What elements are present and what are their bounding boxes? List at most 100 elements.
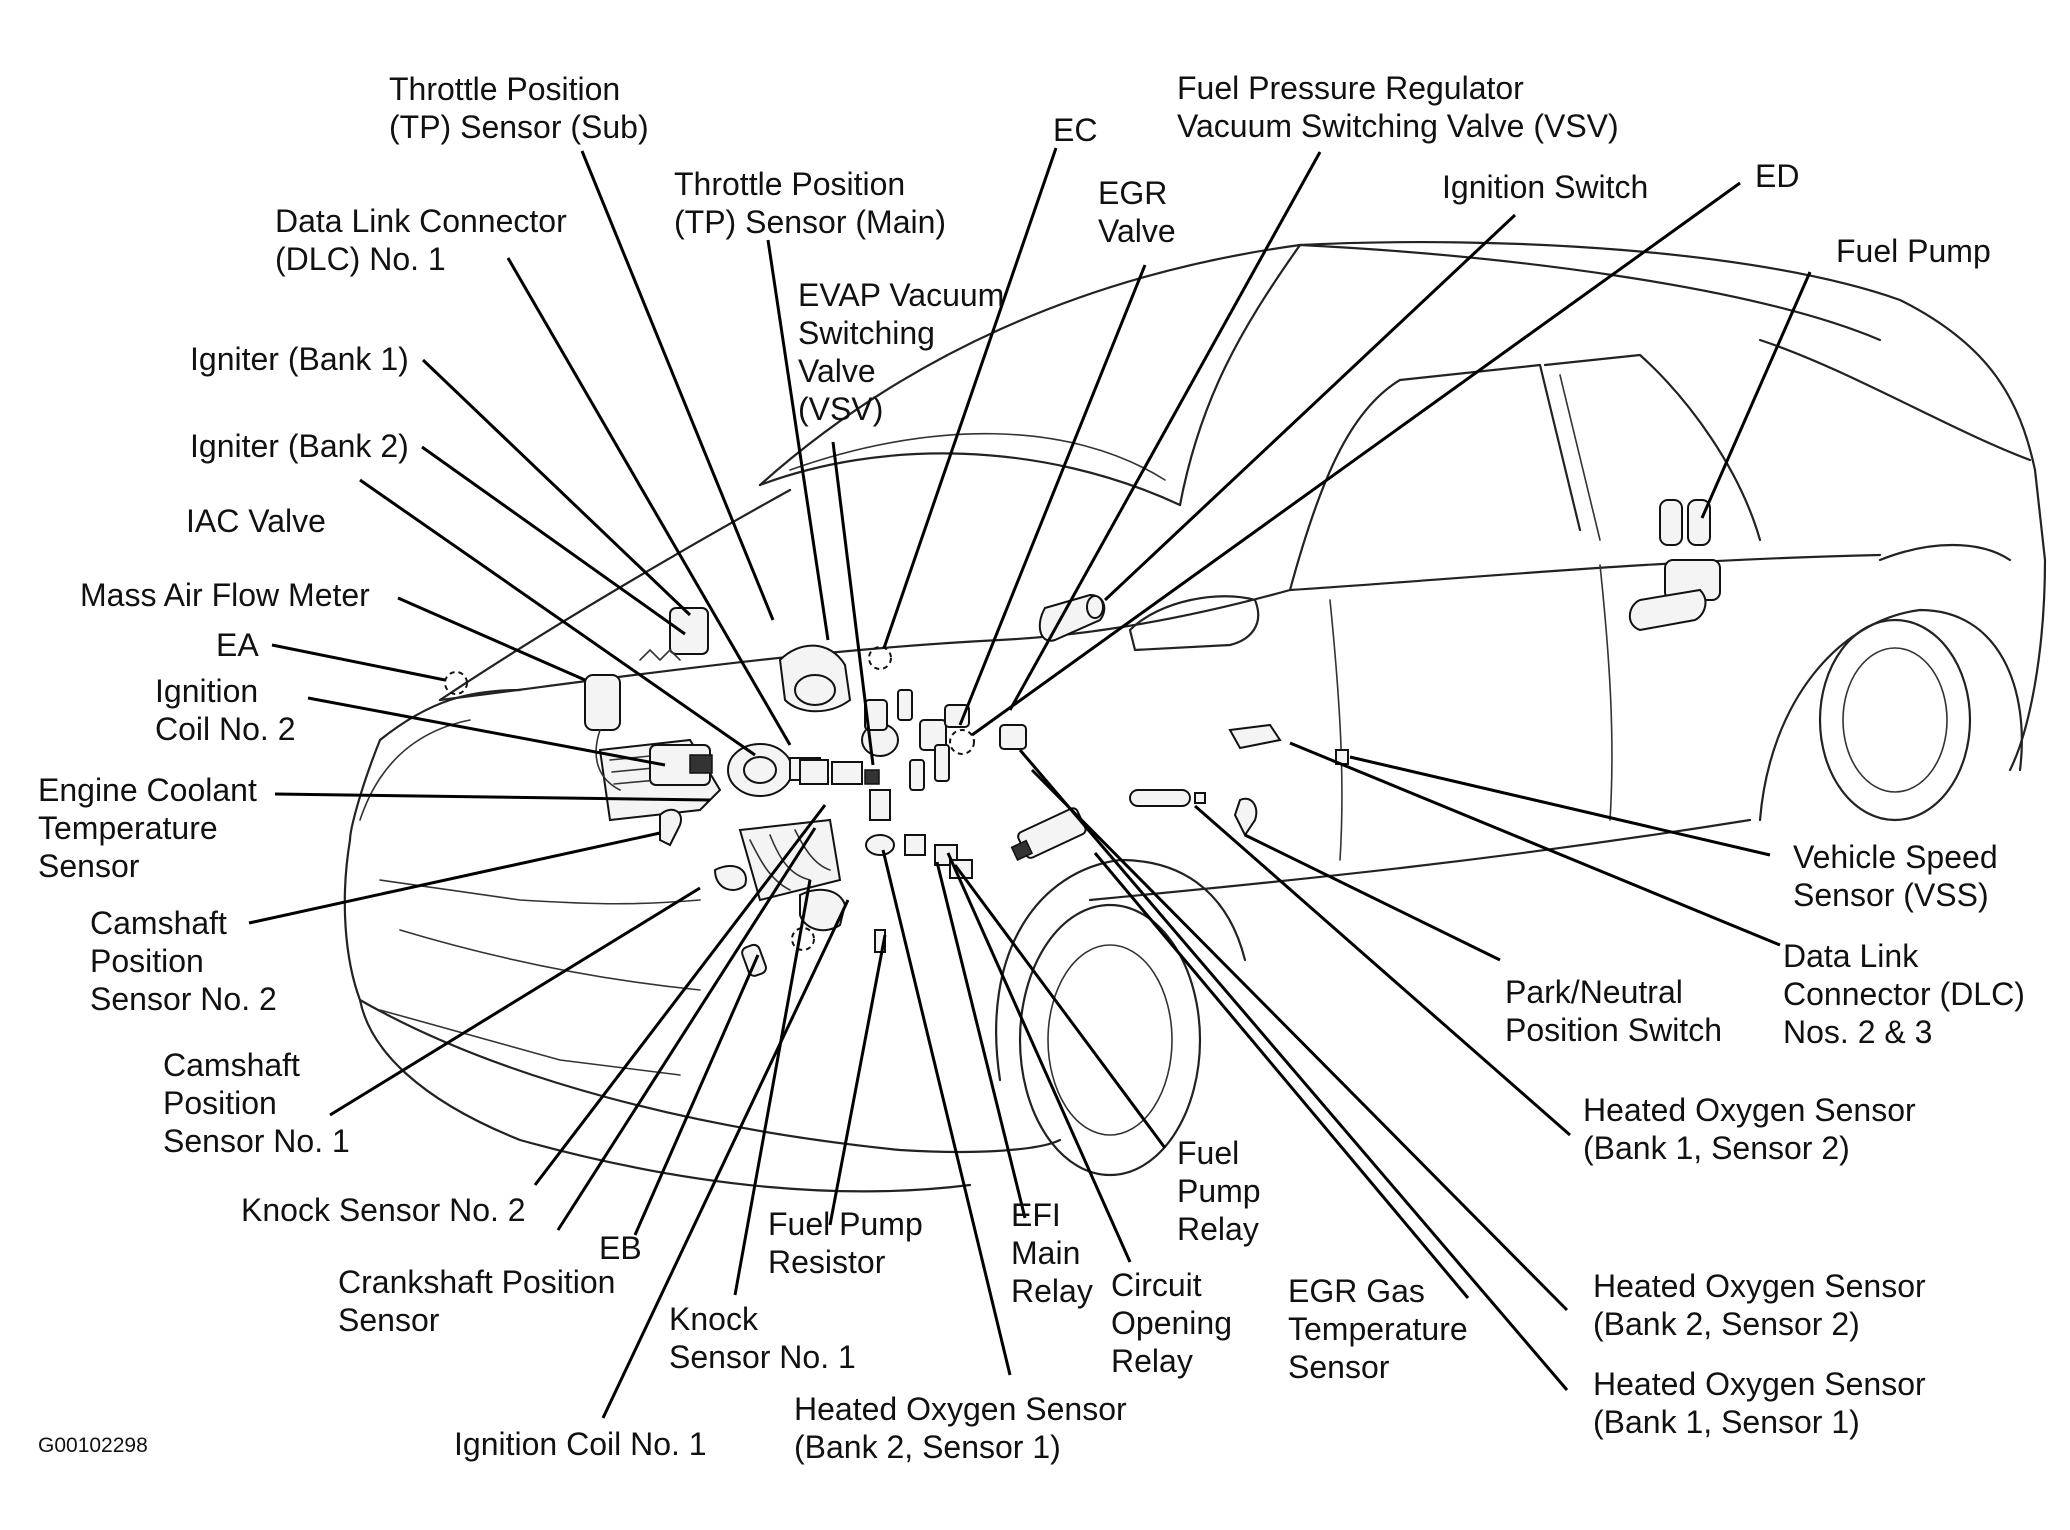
label-line: Ignition Switch <box>1442 169 1649 205</box>
label-line: EB <box>599 1230 642 1266</box>
label-line: Sensor <box>38 848 140 884</box>
label-camshaft-position-sensor-no2: Camshaft Position Sensor No. 2 <box>90 904 277 1018</box>
label-line: Position Switch <box>1505 1012 1722 1048</box>
label-ho2-bank2-sensor2: Heated Oxygen Sensor (Bank 2, Sensor 2) <box>1593 1267 1926 1343</box>
label-line: Park/Neutral <box>1505 974 1683 1010</box>
label-tp-sensor-sub: Throttle Position (TP) Sensor (Sub) <box>389 70 649 146</box>
fuel-pump-part <box>1628 499 1721 632</box>
label-ea: EA <box>216 626 259 664</box>
label-line: ED <box>1755 158 1800 194</box>
label-line: (Bank 1, Sensor 1) <box>1593 1404 1860 1440</box>
label-camshaft-position-sensor-no1: Camshaft Position Sensor No. 1 <box>163 1046 350 1160</box>
label-line: IAC Valve <box>186 503 326 539</box>
mass-air-flow-meter-part <box>584 674 621 791</box>
label-line: Throttle Position <box>389 71 621 107</box>
label-line: Valve <box>798 353 876 389</box>
label-line: Fuel Pressure Regulator <box>1177 70 1524 106</box>
label-line: EGR Gas <box>1288 1273 1425 1309</box>
label-line: Relay <box>1111 1343 1193 1379</box>
label-knock-sensor-no1: Knock Sensor No. 1 <box>669 1300 856 1376</box>
label-line: Temperature <box>1288 1311 1468 1347</box>
label-line: Resistor <box>768 1244 886 1280</box>
label-line: EC <box>1053 112 1098 148</box>
label-line: Data Link <box>1783 938 1919 974</box>
label-line: Data Link Connector <box>275 203 567 239</box>
label-line: EGR <box>1098 175 1168 211</box>
label-line: Switching <box>798 315 935 351</box>
label-line: Fuel Pump <box>1836 233 1991 269</box>
label-line: (Bank 1, Sensor 2) <box>1583 1130 1850 1166</box>
label-circuit-opening-relay: Circuit Opening Relay <box>1111 1266 1232 1380</box>
throttle-body-part <box>727 743 821 797</box>
image-code: G00102298 <box>38 1434 148 1458</box>
label-fuel-pump-relay: Fuel Pump Relay <box>1177 1134 1261 1248</box>
label-line: Camshaft <box>90 905 227 941</box>
engine-components <box>444 499 1721 977</box>
label-engine-coolant-temp-sensor: Engine Coolant Temperature Sensor <box>38 771 257 885</box>
label-line: (Bank 2, Sensor 2) <box>1593 1306 1860 1342</box>
label-line: Heated Oxygen Sensor <box>1593 1366 1926 1402</box>
label-efi-main-relay: EFI Main Relay <box>1011 1196 1093 1310</box>
label-line: Throttle Position <box>674 166 906 202</box>
label-crankshaft-position-sensor: Crankshaft Position Sensor <box>338 1263 615 1339</box>
label-line: EVAP Vacuum <box>798 277 1005 313</box>
label-line: Relay <box>1011 1273 1093 1309</box>
label-line: Nos. 2 & 3 <box>1783 1014 1933 1050</box>
label-line: Heated Oxygen Sensor <box>794 1391 1127 1427</box>
label-ed: ED <box>1755 157 1799 195</box>
label-tp-sensor-main: Throttle Position (TP) Sensor (Main) <box>674 165 946 241</box>
label-fpr-vsv: Fuel Pressure Regulator Vacuum Switching… <box>1177 69 1619 145</box>
label-dlc-nos-2-3: Data Link Connector (DLC) Nos. 2 & 3 <box>1783 937 2025 1051</box>
label-line: Vehicle Speed <box>1793 839 1998 875</box>
label-line: Heated Oxygen Sensor <box>1583 1092 1916 1128</box>
label-line: Mass Air Flow Meter <box>80 577 370 613</box>
lower-sensors <box>659 808 886 977</box>
label-line: Knock Sensor No. 2 <box>241 1192 526 1228</box>
label-line: Position <box>163 1085 277 1121</box>
dlc-and-vss-part <box>1228 723 1349 765</box>
image-code-text: G00102298 <box>38 1434 148 1457</box>
label-igniter-bank1: Igniter (Bank 1) <box>190 340 409 378</box>
label-vehicle-speed-sensor: Vehicle Speed Sensor (VSS) <box>1793 838 1998 914</box>
label-eb: EB <box>599 1229 642 1267</box>
label-line: EFI <box>1011 1197 1061 1233</box>
label-line: Sensor <box>338 1302 440 1338</box>
label-line: Fuel <box>1177 1135 1240 1171</box>
label-evap-vsv: EVAP Vacuum Switching Valve (VSV) <box>798 276 1004 428</box>
label-dlc-no1: Data Link Connector (DLC) No. 1 <box>275 202 567 278</box>
label-line: Opening <box>1111 1305 1232 1341</box>
label-line: (DLC) No. 1 <box>275 241 446 277</box>
leader-lines <box>248 147 1812 1419</box>
label-line: Heated Oxygen Sensor <box>1593 1268 1926 1304</box>
label-line: Circuit <box>1111 1267 1202 1303</box>
label-line: Camshaft <box>163 1047 300 1083</box>
label-ho2-bank2-sensor1: Heated Oxygen Sensor (Bank 2, Sensor 1) <box>794 1390 1127 1466</box>
label-line: Sensor (VSS) <box>1793 877 1989 913</box>
label-line: Valve <box>1098 213 1176 249</box>
label-ignition-switch: Ignition Switch <box>1442 168 1648 206</box>
label-mass-air-flow-meter: Mass Air Flow Meter <box>80 576 370 614</box>
hidden-location-markers <box>444 646 975 951</box>
ignition-coil-no2-part <box>649 744 713 786</box>
label-fuel-pump: Fuel Pump <box>1836 232 1991 270</box>
label-line: Pump <box>1177 1173 1261 1209</box>
label-iac-valve: IAC Valve <box>186 502 326 540</box>
label-line: Sensor No. 2 <box>90 981 277 1017</box>
label-line: Main <box>1011 1235 1081 1271</box>
egr-and-oxygen-sensors <box>1129 789 1258 837</box>
label-line: Sensor No. 1 <box>669 1339 856 1375</box>
tp-sensor-part <box>778 644 852 713</box>
label-ignition-coil-no2: Ignition Coil No. 2 <box>155 672 296 748</box>
label-line: Vacuum Switching Valve (VSV) <box>1177 108 1619 144</box>
label-line: Coil No. 2 <box>155 711 296 747</box>
label-line: Engine Coolant <box>38 772 257 808</box>
label-ho2-bank1-sensor1: Heated Oxygen Sensor (Bank 1, Sensor 1) <box>1593 1365 1926 1441</box>
label-egr-gas-temp-sensor: EGR Gas Temperature Sensor <box>1288 1272 1468 1386</box>
label-park-neutral-position-switch: Park/Neutral Position Switch <box>1505 973 1722 1049</box>
igniter-part <box>639 607 709 662</box>
label-egr-valve: EGR Valve <box>1098 174 1176 250</box>
label-line: (TP) Sensor (Sub) <box>389 109 649 145</box>
label-line: Crankshaft Position <box>338 1264 616 1300</box>
label-line: (VSV) <box>798 391 884 427</box>
